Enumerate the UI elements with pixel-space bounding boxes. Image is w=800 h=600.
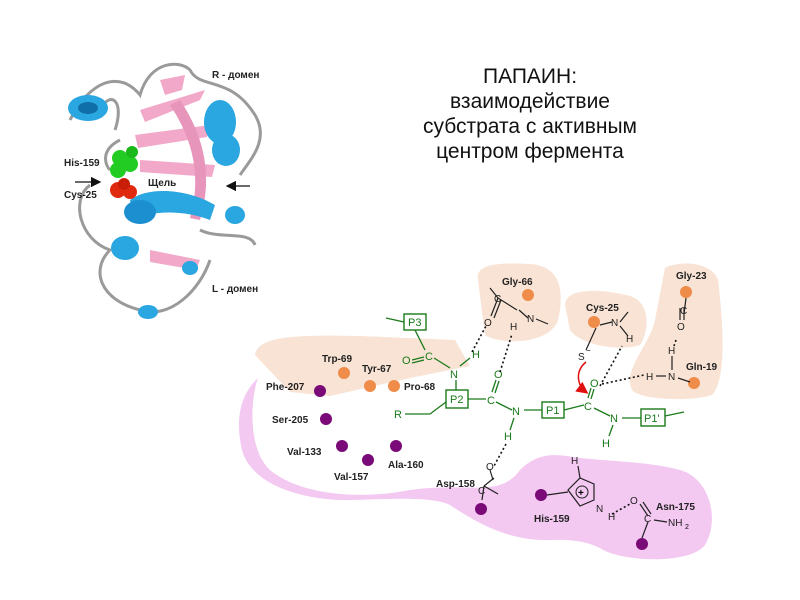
gly66-n: N — [527, 314, 534, 325]
his159-h: H — [608, 512, 615, 523]
trp-69-label: Trp-69 — [322, 354, 352, 365]
tyr-67-label: Tyr-67 — [362, 364, 392, 375]
thiolate-s: S — [578, 352, 585, 363]
gln19-n: N — [668, 372, 675, 383]
ala-160-label: Ala-160 — [388, 460, 424, 471]
gly-66-dot — [522, 289, 534, 301]
ala-160-dot — [390, 440, 402, 452]
n-p2: N — [450, 369, 458, 381]
substrate-chain: P3 C O N H P2 R C O N H P1 C O N — [385, 313, 685, 450]
ser-205-dot — [320, 413, 332, 425]
h-p1p: H — [602, 438, 610, 450]
asp158-o: O — [486, 462, 494, 473]
gln-19-dot — [688, 377, 700, 389]
pro-68-label: Pro-68 — [404, 382, 436, 393]
cys-25-site-label: Cys-25 — [586, 303, 619, 314]
asn175-o: O — [630, 496, 638, 507]
asn175-nh2: NH — [668, 518, 682, 529]
his-159-label: His-159 — [64, 158, 100, 169]
p3-c: C — [425, 351, 433, 363]
h-p2: H — [472, 349, 480, 361]
c-scissile: C — [584, 401, 592, 413]
svg-text:+: + — [578, 488, 584, 499]
tyr-67-dot — [364, 380, 376, 392]
phe-207-label: Phe-207 — [266, 382, 305, 393]
pro-68-dot — [388, 380, 400, 392]
h-p1: H — [504, 431, 512, 443]
page-title: ПАПАИН: взаимодействие субстрата с актив… — [380, 64, 680, 164]
cleft-label: Щель — [148, 178, 176, 189]
cys-25-label: Cys-25 — [64, 190, 97, 201]
his-159-dot — [535, 489, 547, 501]
his159-h-top: H — [571, 456, 578, 467]
protein-ribbon: R - домен L - домен His-159 Cys-25 Щель — [64, 62, 262, 319]
p3-o: O — [402, 355, 411, 367]
cys25-h: H — [626, 334, 633, 345]
asp-158-dot — [475, 503, 487, 515]
c-p2: C — [487, 395, 495, 407]
asn-175-label: Asn-175 — [656, 502, 695, 513]
o-p2: O — [494, 369, 503, 381]
enzyme-groups: C O N H N H S − C O H N H C O + — [478, 287, 691, 539]
gln19-h2: H — [646, 372, 653, 383]
r-domain-label: R - домен — [212, 70, 259, 81]
title-line: центром фермента — [436, 140, 624, 163]
residue-labels: Gly-66 Cys-25 Gly-23 Gln-19 Trp-69 Tyr-6… — [266, 271, 718, 525]
n-p1p: N — [610, 413, 618, 425]
enzyme-residues — [314, 286, 700, 550]
p1p-box — [640, 408, 666, 427]
p1-label: P1 — [546, 405, 559, 417]
phe-207-dot — [314, 385, 326, 397]
cys25-n: N — [611, 318, 618, 329]
gln-19-label: Gln-19 — [686, 362, 718, 373]
p1p-label: P1' — [644, 413, 660, 425]
his-159-site-label: His-159 — [534, 514, 570, 525]
cys-25-sphere — [110, 178, 137, 199]
n-p1: N — [512, 406, 520, 418]
o-scissile: O — [590, 378, 599, 390]
gly-23-dot — [680, 286, 692, 298]
gly-23-label: Gly-23 — [676, 271, 707, 282]
asn175-c: C — [644, 514, 651, 525]
svg-text:2: 2 — [685, 524, 689, 531]
his-159-sphere — [110, 146, 138, 178]
cys-25-dot — [588, 316, 600, 328]
trp-69-dot — [338, 367, 350, 379]
asp158-c: C — [478, 486, 485, 497]
gly23-c: C — [680, 306, 687, 317]
gly66-o: O — [484, 318, 492, 329]
val-133-dot — [336, 440, 348, 452]
title-line: взаимодействие — [450, 90, 610, 113]
nucleophilic-attack-arrow — [575, 361, 589, 394]
title-line: субстрата с активным — [422, 115, 637, 138]
r-group: R — [394, 409, 402, 421]
gly66-h: H — [510, 322, 517, 333]
val-157-dot — [362, 454, 374, 466]
val-133-label: Val-133 — [287, 447, 322, 458]
gly66-c: C — [494, 294, 501, 305]
val-157-label: Val-157 — [334, 472, 369, 483]
p3-label: P3 — [408, 317, 421, 329]
p2-label: P2 — [450, 394, 463, 406]
title-line: ПАПАИН: — [482, 65, 578, 88]
ser-205-label: Ser-205 — [272, 415, 309, 426]
asn-175-dot — [636, 538, 648, 550]
gly-66-label: Gly-66 — [502, 277, 533, 288]
gln19-h1: H — [668, 346, 675, 357]
hydrogen-bonds — [471, 325, 677, 515]
gly23-o: O — [677, 322, 685, 333]
his159-n: N — [596, 504, 603, 515]
l-domain-label: L - домен — [212, 284, 258, 295]
svg-text:−: − — [586, 346, 591, 355]
asp-158-label: Asp-158 — [436, 479, 475, 490]
